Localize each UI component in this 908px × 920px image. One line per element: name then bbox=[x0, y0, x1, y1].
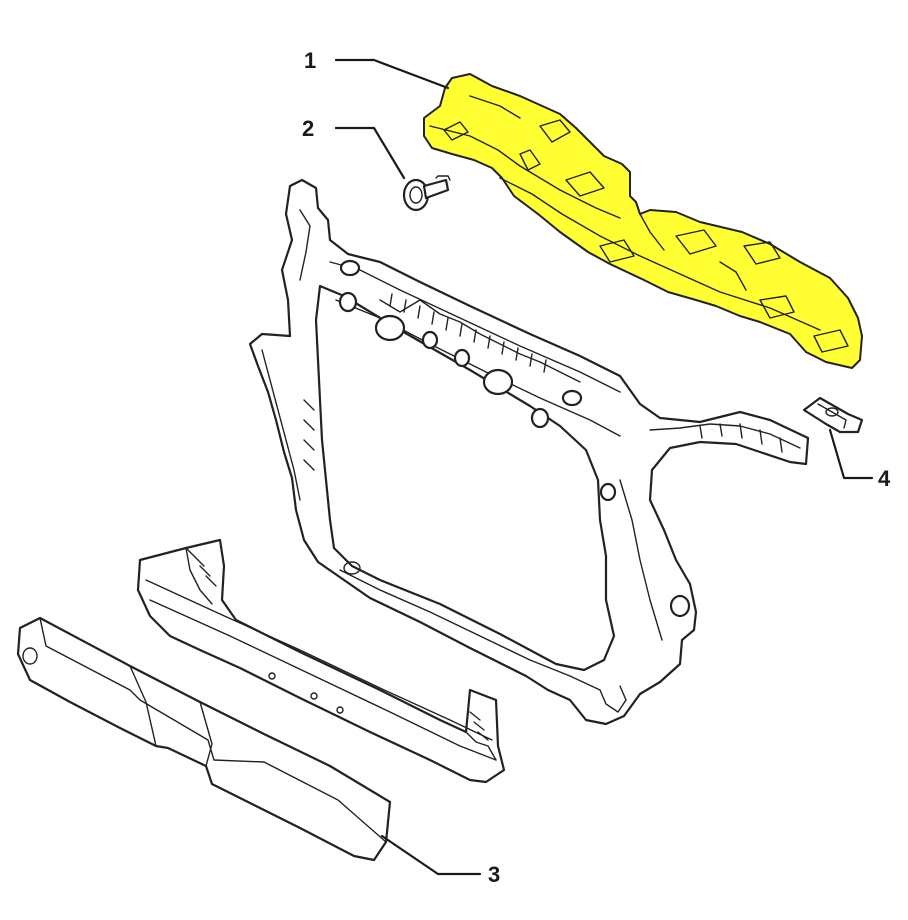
bumper-reinforcement-beam bbox=[136, 538, 506, 784]
part-1-upper-shield bbox=[423, 73, 863, 369]
callout-4: 4 bbox=[878, 466, 891, 491]
front-end-carrier bbox=[248, 178, 810, 726]
callout-1: 1 bbox=[304, 48, 316, 73]
callout-labels: 1 2 3 4 bbox=[302, 48, 891, 887]
leader-3 bbox=[380, 834, 482, 876]
part-3-energy-absorber bbox=[16, 616, 392, 862]
part-4-spring-clip bbox=[802, 396, 864, 434]
leader-1 bbox=[334, 58, 450, 90]
leader-2 bbox=[334, 126, 406, 180]
leader-lines bbox=[334, 58, 874, 876]
callout-2: 2 bbox=[302, 116, 314, 141]
part-2-push-clip bbox=[402, 175, 451, 212]
callout-3: 3 bbox=[488, 862, 500, 887]
leader-4 bbox=[828, 428, 874, 480]
